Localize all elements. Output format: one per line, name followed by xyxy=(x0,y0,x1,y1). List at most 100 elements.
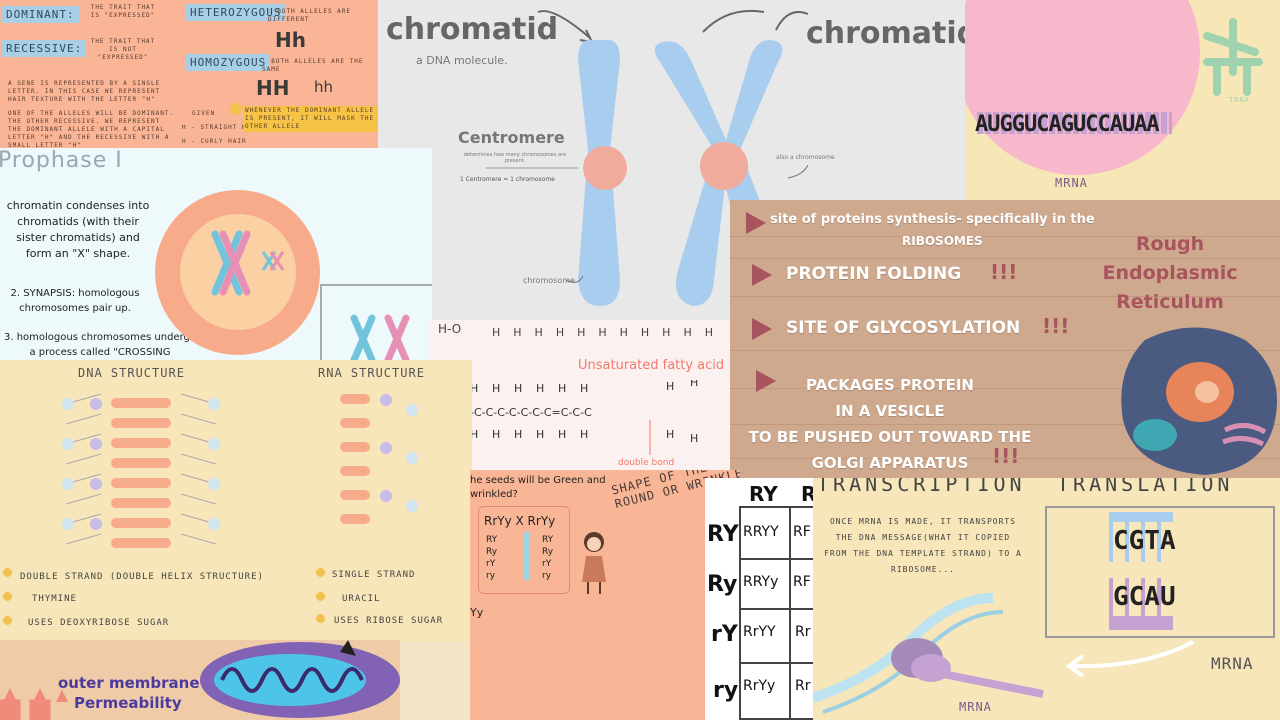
prophase-title: Prophase I xyxy=(0,148,123,173)
svg-text:H: H xyxy=(514,428,522,441)
punnett-panel: RY R RY RRYY RF Ry RRYy RF rY RrYY Rr ry… xyxy=(705,478,815,720)
bulb-icon xyxy=(3,616,12,625)
dominant-mask-note: WHENEVER THE DOMINANT ALLELE IS PRESENT,… xyxy=(244,106,380,132)
rna-feature-2: URACIL xyxy=(342,594,381,604)
given-h1: H - STRAIGHT HAIR xyxy=(182,124,261,131)
chromatid-subtitle: a DNA molecule. xyxy=(416,54,508,67)
svg-text:H: H xyxy=(580,428,588,441)
svg-text:H: H xyxy=(666,428,674,441)
rna-code: GCAU xyxy=(1113,582,1176,612)
genotype-tail: Yy xyxy=(470,606,484,619)
prophase-panel: Prophase I chromatin condenses into chro… xyxy=(0,148,432,363)
also-chromosome-label: also a chromosome xyxy=(776,154,835,161)
homozygous-example-2: hh xyxy=(314,78,334,96)
emphasis-mark-1: !!! xyxy=(990,260,1018,284)
punnett-cell: RRYY xyxy=(743,524,779,540)
hydrogen-row: HHHHHHHHHHH xyxy=(492,326,726,339)
svg-text:H: H xyxy=(666,380,674,393)
punnett-cell: Rr xyxy=(795,678,811,694)
row-gamete: rY xyxy=(711,622,738,647)
centromere-label: Centromere xyxy=(458,128,565,147)
row-gamete: Ry xyxy=(707,572,738,597)
lightbulb-icon xyxy=(230,103,242,115)
trna-icon xyxy=(1203,18,1263,96)
pea-question: he seeds will be Green and wrinkled? xyxy=(470,475,606,500)
outer-membrane-label: outer membrane xyxy=(58,674,200,692)
mrna-label: mRNA xyxy=(1211,654,1254,673)
er-panel: site of proteins synthesis- specifically… xyxy=(730,200,1280,478)
mrna-label: mRNA xyxy=(1055,176,1088,190)
pink-circle xyxy=(965,0,1200,175)
punnett-cell: Rr xyxy=(795,624,811,640)
gamete: ry xyxy=(486,571,496,581)
homozygous-example-1: HH xyxy=(256,76,290,100)
er-function-4d: GOLGI APPARATUS xyxy=(811,454,969,472)
codon-box xyxy=(1045,506,1275,638)
heterozygous-label: HETEROZYGOUS xyxy=(186,4,286,21)
er-function-1: site of proteins synthesis- specifically… xyxy=(770,212,1095,227)
prophase-step-1: chromatin condenses into chromatids (wit… xyxy=(6,199,150,260)
svg-text:H: H xyxy=(580,382,588,395)
svg-text:H: H xyxy=(492,428,500,441)
trna-panel: AUGGUCAGUCCAUAA mRNA tRNA xyxy=(965,0,1280,205)
er-function-2: PROTEIN FOLDING xyxy=(786,264,962,284)
emphasis-mark-3: !!! xyxy=(992,444,1020,468)
transcription-panel: TRANSCRIPTION TRANSLATION ONCE mRNA IS M… xyxy=(813,478,1280,720)
fatty-acid-title: Unsaturated fatty acid xyxy=(578,358,725,373)
hydroxyl-label: H-O xyxy=(438,322,462,336)
transcription-title: TRANSCRIPTION xyxy=(817,478,1026,496)
ribosome-dna-icon xyxy=(813,593,1044,714)
row-gamete: ry xyxy=(713,678,739,703)
gamete: Ry xyxy=(542,547,554,557)
punnett-cell: RF xyxy=(793,574,811,590)
row-gamete: RY xyxy=(707,522,739,547)
centromere-rule: 1 Centromere = 1 chromosome xyxy=(460,176,555,183)
svg-text:H: H xyxy=(690,380,698,389)
codon-sequence: AUGGUCAGUCCAUAA xyxy=(975,112,1160,137)
bulb-icon xyxy=(3,592,12,601)
dna-feature-3: USES DEOXYRIBOSE SUGAR xyxy=(28,618,170,628)
gamete: ry xyxy=(542,571,552,581)
heterozygous-example: Hh xyxy=(275,28,306,52)
svg-text:H: H xyxy=(536,382,544,395)
mrna-strand xyxy=(977,112,1172,134)
svg-text:H: H xyxy=(492,382,500,395)
punnett-cell: RrYY xyxy=(743,624,776,640)
prophase-step-3: 3. homologous chromosomes undergo a proc… xyxy=(3,332,197,358)
dna-rna-panel: DNA STRUCTURE RNA STRUCTURE DOUBLE STRAN… xyxy=(0,360,472,642)
bulb-icon xyxy=(316,568,325,577)
svg-text:H: H xyxy=(558,428,566,441)
svg-text:-C-C-C-C-C-C-C=C-C-C: -C-C-C-C-C-C-C=C-C-C xyxy=(470,406,592,419)
er-title-3: Reticulum xyxy=(1116,291,1224,313)
er-function-4b: IN A VESICLE xyxy=(835,402,945,420)
dominant-desc: THE TRAIT THAT IS "EXPRESSED" xyxy=(90,4,156,19)
chromatid-title-left: chromatid xyxy=(386,12,559,47)
svg-text:H: H xyxy=(470,428,478,441)
mrna-bottom-label: mRNA xyxy=(959,700,992,714)
transcription-body: ONCE mRNA IS MADE, IT TRANSPORTS THE DNA… xyxy=(824,517,1022,574)
punnett-cell: RrYy xyxy=(743,678,776,694)
er-title: Rough Endoplasmic Reticulum xyxy=(1070,230,1270,317)
er-function-1b: RIBOSOMES xyxy=(902,234,983,248)
punnett-cell: RRYy xyxy=(743,574,779,590)
dominant-label: DOMINANT: xyxy=(2,6,79,23)
svg-text:H: H xyxy=(536,428,544,441)
punnett-header: RY xyxy=(749,482,778,506)
chromatid-title-right: chromatid xyxy=(806,16,968,51)
er-title-1: Rough xyxy=(1135,233,1205,255)
svg-text:H: H xyxy=(690,432,698,445)
dna-structure-title: DNA STRUCTURE xyxy=(78,366,185,380)
given-h2: h - CURLY HAIR xyxy=(182,138,247,145)
translation-title: TRANSLATION xyxy=(1057,478,1234,496)
punnett-cell: RF xyxy=(793,524,811,540)
er-title-2: Endoplasmic xyxy=(1102,262,1238,284)
cross-text: RrYy X RrYy xyxy=(484,514,556,528)
punnett-header-2: R xyxy=(801,482,815,506)
bulb-icon xyxy=(316,592,325,601)
er-function-4c: TO BE PUSHED OUT TOWARD THE xyxy=(748,428,1032,446)
homozygous-desc: : BOTH ALLELES ARE THE SAME xyxy=(262,58,364,73)
dna-code: CGTA xyxy=(1113,526,1176,556)
girl-icon xyxy=(582,532,606,594)
pea-cross-panel: he seeds will be Green and wrinkled? SHA… xyxy=(470,470,740,720)
